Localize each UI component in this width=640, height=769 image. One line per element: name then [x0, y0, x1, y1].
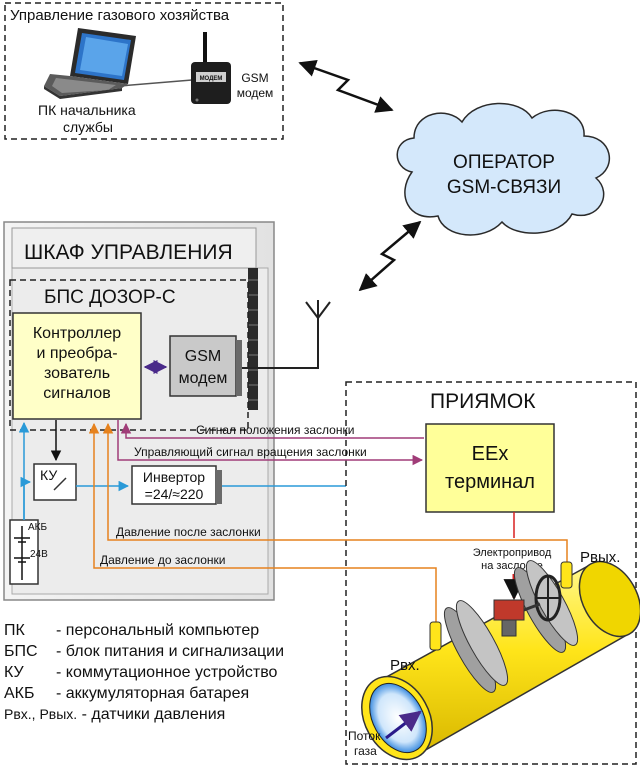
office-modem-icon [191, 32, 231, 104]
inverter-line2: =24/≈220 [145, 486, 204, 502]
terminal-line2: терминал [445, 471, 535, 493]
p-in-label: Рвх. [390, 657, 420, 674]
laptop-icon [44, 28, 136, 99]
antenna-icon [305, 300, 331, 319]
ku-box [33, 463, 77, 501]
terminal-line1: EEx [472, 443, 509, 465]
akb-label: АКБ [28, 522, 47, 533]
legend: ПК - персональный компьютер БПС - блок пит… [4, 620, 284, 725]
controller-box [12, 312, 142, 420]
legend-desc: - коммутационное устройство [56, 664, 278, 681]
controller-line3: зователь [44, 365, 110, 382]
ku-switch [53, 477, 67, 491]
pit-title: ПРИЯМОК [430, 390, 536, 413]
legend-desc: - блок питания и сигнализации [56, 643, 285, 660]
legend-row-akb: АКБ - аккумуляторная батарея [4, 683, 284, 704]
office-title: Управление газового хозяйства [10, 7, 230, 24]
inverter-line1: Инвертор [143, 469, 205, 485]
legend-desc: - персональный компьютер [56, 622, 260, 639]
pc-label-line2: службы [63, 119, 113, 135]
akb-voltage: 24В [30, 549, 48, 560]
bps-frame [9, 279, 249, 431]
pipe-flange-left [443, 600, 509, 693]
valve-position-label: Сигнал положения заслонки [196, 423, 354, 437]
legend-desc: - аккумуляторная батарея [56, 685, 250, 702]
pressure-after-label: Давление после заслонки [116, 525, 261, 539]
controller-line2: и преобра- [36, 345, 117, 362]
legend-row-pc: ПК - персональный компьютер [4, 620, 284, 641]
battery-icon [14, 526, 30, 580]
pressure-before-line [88, 422, 437, 624]
ku-label: КУ [40, 467, 57, 483]
cabinet-title: ШКАФ УПРАВЛЕНИЯ [24, 241, 233, 264]
pc-label-line1: ПК начальника [38, 102, 136, 118]
office-modem-label-line1: GSM [241, 71, 268, 85]
inverter-side [216, 470, 222, 504]
pc-modem-cable [119, 79, 193, 87]
valve-position-line [120, 422, 424, 439]
valve-actuator-icon [493, 574, 562, 637]
legend-desc: - датчики давления [81, 706, 226, 723]
antenna-cable [242, 318, 319, 369]
legend-row-bps: БПС - блок питания и сигнализации [4, 641, 284, 662]
controller-line4: сигналов [43, 385, 110, 402]
controller-line1: Контроллер [33, 325, 121, 342]
inverter-box [131, 465, 217, 505]
rotation-control-line [117, 420, 424, 466]
legend-abbr: БПС [4, 643, 38, 660]
flow-arrow [385, 710, 422, 740]
operator-line1: ОПЕРАТОР [453, 152, 555, 173]
legend-abbr: ПК [4, 622, 25, 639]
terminal-box [425, 423, 555, 513]
pressure-after-line [102, 422, 568, 568]
wireless-link-bottom [358, 220, 422, 292]
flow-label-line2: газа [354, 744, 377, 758]
legend-abbr: Рвх., Рвых. [4, 706, 78, 722]
legend-row-pressure: Рвх., Рвых. - датчики давления [4, 704, 284, 725]
operator-line2: GSM-СВЯЗИ [447, 177, 561, 198]
gsm-modem-line2: модем [179, 370, 228, 387]
legend-abbr: АКБ [4, 685, 35, 702]
legend-abbr: КУ [4, 664, 24, 681]
operator-cloud [396, 102, 611, 236]
rotation-control-label: Управляющий сигнал вращения заслонки [134, 445, 367, 459]
office-frame [4, 2, 284, 140]
cabinet-title-plate [11, 227, 257, 269]
p-out-sensor [560, 561, 573, 589]
cabinet-rail [248, 268, 258, 410]
office-modem-badge: МОДЕМ [200, 76, 223, 82]
cabinet-rail-teeth [248, 279, 258, 401]
pressure-before-label: Давление до заслонки [100, 553, 226, 567]
p-out-label: Рвых. [580, 549, 620, 566]
gsm-modem-side [236, 340, 242, 396]
office-modem-label-line2: модем [237, 86, 274, 100]
legend-row-ku: КУ - коммутационное устройство [4, 662, 284, 683]
gsm-modem-line1: GSM [185, 348, 221, 365]
p-in-sensor [429, 621, 442, 651]
bps-title: БПС ДОЗОР-С [44, 287, 176, 308]
gsm-modem-box [169, 335, 237, 397]
wireless-link-top [298, 60, 394, 113]
actuator-line1: Электропривод [473, 547, 552, 559]
flow-label-line1: Поток [348, 729, 381, 743]
